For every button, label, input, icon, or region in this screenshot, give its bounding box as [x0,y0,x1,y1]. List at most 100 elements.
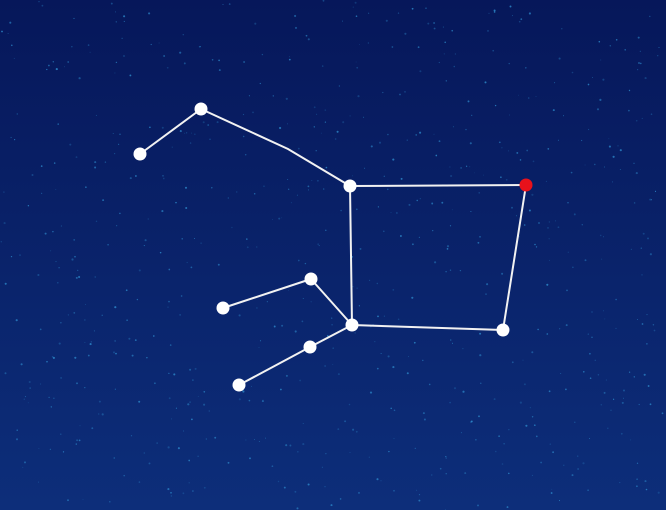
background-star [356,287,358,289]
background-star [94,161,97,164]
background-star [289,444,292,447]
line-box-right [502,184,527,331]
background-star [554,220,557,222]
background-star [619,482,621,484]
background-star [294,330,297,333]
background-star [571,474,574,477]
star-node-highlighted[interactable] [519,178,533,192]
background-star [427,22,430,25]
background-star [261,400,264,403]
background-star [506,506,509,509]
background-star [171,146,173,148]
background-star [316,179,319,182]
background-star [107,243,109,246]
star-node[interactable] [345,318,359,332]
background-star [277,480,280,483]
background-star [449,269,452,271]
star-node[interactable] [133,147,147,161]
background-star [441,201,444,204]
background-star [479,236,481,238]
constellation-lines [139,108,527,386]
background-star [559,328,561,330]
background-star [525,424,528,427]
star-node[interactable] [343,179,357,193]
background-star [73,312,76,314]
line-tail-1 [139,108,202,155]
background-star [423,418,426,421]
background-star [227,461,230,464]
background-star [73,238,76,241]
background-star [528,209,531,212]
background-star [236,191,238,193]
background-star [628,371,631,373]
background-star [591,311,593,313]
line-box-left [349,185,353,326]
background-star [433,27,436,30]
background-star [271,218,273,220]
background-star [134,339,137,341]
background-star [509,5,512,8]
background-star [531,416,534,418]
background-star [620,432,623,435]
line-box-top [349,184,527,187]
background-star [90,341,92,343]
background-star [628,89,631,92]
background-star [646,314,648,316]
background-star [477,241,480,244]
background-star [16,113,19,115]
background-star [635,172,638,175]
background-star [192,490,194,492]
background-star [385,19,388,22]
background-star [91,427,94,430]
background-star [152,335,155,337]
background-star [480,382,482,384]
background-star [131,354,134,357]
background-star [567,202,569,204]
background-star [218,59,220,62]
background-star [129,74,132,77]
background-star [1,30,3,33]
line-upper-leg-1 [310,278,353,326]
background-star [287,179,289,181]
background-star [53,397,55,399]
background-star [531,193,534,196]
background-star [95,114,97,116]
background-star [52,61,54,63]
background-star [256,246,258,248]
background-star [453,387,457,390]
background-star [94,166,97,169]
background-star [334,138,337,140]
background-star [600,404,603,406]
star-node[interactable] [496,323,510,337]
background-star [200,242,202,244]
star-node[interactable] [232,378,246,392]
star-node[interactable] [304,272,318,286]
background-star [649,403,652,406]
background-star [469,166,471,168]
background-star [589,377,592,379]
background-star [170,492,172,494]
background-star [49,448,51,450]
background-star [383,230,385,233]
star-node[interactable] [303,340,317,354]
background-star [159,251,162,254]
background-star [154,382,156,385]
background-star [302,443,305,446]
background-star [465,128,467,131]
background-star [194,238,195,239]
star-node[interactable] [194,102,208,116]
background-star [321,466,323,468]
background-star [320,132,322,134]
background-star [307,185,310,188]
background-star [203,486,206,489]
background-star [445,80,447,82]
background-star [322,188,325,190]
background-star [69,143,72,146]
background-star [408,203,411,206]
background-star [71,46,73,48]
background-star [168,268,171,271]
background-star [363,116,365,118]
star-node[interactable] [216,301,230,315]
background-star [252,111,254,114]
